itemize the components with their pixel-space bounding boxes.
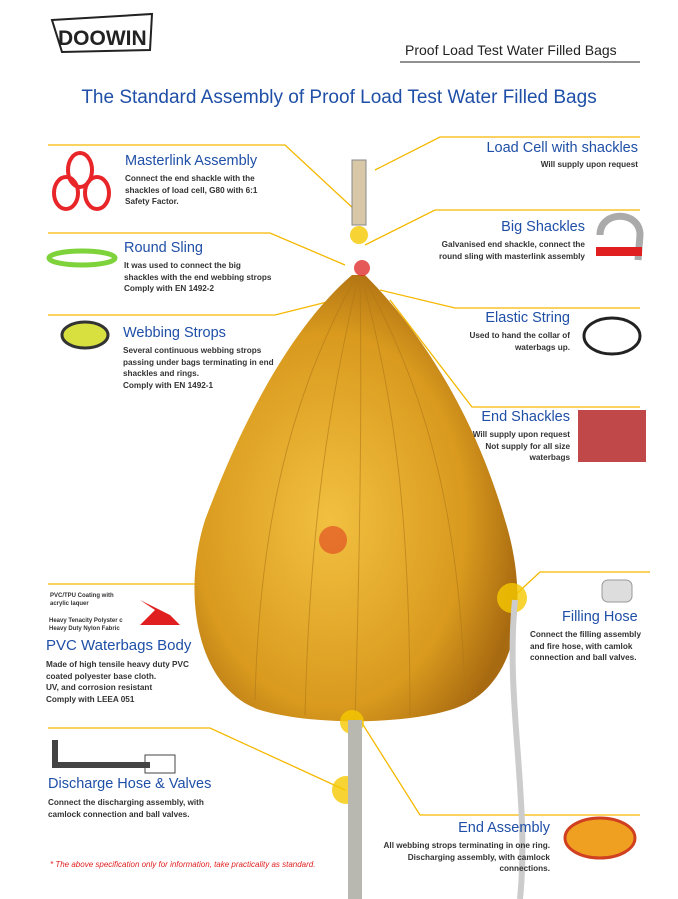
- header-title: Proof Load Test Water Filled Bags: [405, 42, 617, 58]
- webbing-section: Webbing Strops Several continuous webbin…: [123, 325, 274, 391]
- text-line: passing under bags terminating in end: [123, 357, 274, 367]
- text-line: PVC Waterbags Body: [46, 637, 192, 654]
- text-line: Used to hand the collar of: [469, 331, 570, 340]
- text-line: Comply with LEEA 051: [46, 694, 135, 704]
- text-line: End Shackles: [481, 409, 570, 425]
- svg-text:DOOWIN: DOOWIN: [58, 27, 147, 50]
- coating-label: PVC/TPU Coating with acrylic laquer: [50, 592, 114, 608]
- text-line: shackles of load cell, G80 with 6:1: [125, 185, 258, 195]
- discharge-hose: [348, 720, 362, 899]
- text-line: waterbags up.: [514, 342, 570, 352]
- text-line: Safety Factor.: [125, 197, 179, 206]
- end-assembly-picture: [563, 816, 637, 860]
- text-line: Will supply upon request: [540, 160, 638, 169]
- fabric-label: Heavy Tenacity Polyster c Heavy Duty Nylo…: [49, 617, 123, 633]
- elastic-picture: [582, 316, 642, 356]
- text-line: Load Cell with shackles: [486, 140, 638, 156]
- text-line: It was used to connect the big: [124, 261, 241, 270]
- text-line: Will supply upon request: [472, 430, 570, 439]
- text-line: waterbags: [529, 453, 571, 462]
- page-title: The Standard Assembly of Proof Load Test…: [81, 87, 597, 108]
- text-line: Big Shackles: [501, 219, 585, 235]
- filling-hose-picture: [601, 579, 633, 603]
- text-line: Made of high tensile heavy duty PVC: [46, 660, 189, 669]
- shackle-picture: [596, 212, 644, 261]
- discharge-hose-picture: [52, 740, 176, 774]
- text-line: End Assembly: [458, 820, 550, 836]
- text-line: camlock connection and ball valves.: [48, 809, 190, 819]
- text-line: coated polyester base cloth.: [46, 671, 157, 681]
- waterbag: [194, 275, 518, 722]
- text-line: round sling with masterlink assembly: [438, 251, 585, 261]
- text-line: Heavy Duty Nylon Fabric: [49, 626, 120, 632]
- text-line: All webbing strops terminating in one ri…: [383, 841, 551, 850]
- text-line: Elastic String: [485, 310, 570, 326]
- pvc-section: PVC Waterbags Body Made of high tensile …: [46, 637, 191, 705]
- text-line: Connect the end shackle with the: [125, 174, 255, 183]
- text-line: Not supply for all size: [485, 441, 570, 451]
- text-line: Filling Hose: [562, 609, 638, 625]
- text-line: Webbing Strops: [123, 325, 226, 341]
- text-line: Several continuous webbing strops: [123, 346, 262, 355]
- text-line: shackles and rings.: [123, 369, 199, 378]
- fabric-picture: [140, 600, 180, 625]
- footnote: * The above specification only for infor…: [50, 860, 316, 869]
- doowin-logo: DOOWIN: [50, 12, 154, 54]
- text-line: Discharge Hose & Valves: [48, 776, 212, 792]
- masterlink-title: Masterlink Assembly: [125, 153, 258, 169]
- elastic-section: Elastic String Used to hand the collar o…: [469, 310, 570, 353]
- end-assembly-section: End Assembly All webbing strops terminat…: [384, 820, 551, 875]
- text-line: Round Sling: [124, 240, 203, 256]
- text-line: Discharging assembly, with camlock: [407, 852, 550, 862]
- webbing-picture: [60, 320, 110, 350]
- filling-section: Filling Hose Connect the filling assembl…: [530, 609, 641, 664]
- text-line: Comply with EN 1492-2: [124, 284, 215, 293]
- masterlink-section: Masterlink Assembly Connect the end shac…: [125, 153, 257, 208]
- text-line: Connect the filling assembly: [530, 630, 642, 639]
- text-line: and fire hose, with camlok: [530, 641, 633, 651]
- text-line: connection and ball valves.: [530, 653, 637, 662]
- text-line: PVC/TPU Coating with: [50, 593, 114, 599]
- text-line: Heavy Tenacity Polyster c: [49, 618, 123, 624]
- text-line: UV, and corrosion resistant: [46, 683, 153, 692]
- big-shackles-section: Big Shackles Galvanised end shackle, con…: [439, 219, 585, 262]
- round-sling-picture: [46, 248, 118, 268]
- text-line: Comply with EN 1492-1: [123, 380, 214, 390]
- load-cell: [351, 159, 367, 226]
- text-line: shackles with the end webbing strops: [124, 272, 272, 282]
- text-line: Galvanised end shackle, connect the: [441, 240, 585, 249]
- discharge-section: Discharge Hose & Valves Connect the disc…: [48, 776, 211, 820]
- end-shackles-picture: [578, 410, 646, 462]
- text-line: connections.: [499, 864, 551, 873]
- masterlink-picture: [52, 151, 111, 211]
- text-line: acrylic laquer: [50, 601, 89, 607]
- load-cell-section: Load Cell with shackles Will supply upon…: [486, 140, 638, 171]
- round-sling-section: Round Sling It was used to connect the b…: [124, 240, 271, 295]
- text-line: Connect the discharging assembly, with: [48, 798, 204, 807]
